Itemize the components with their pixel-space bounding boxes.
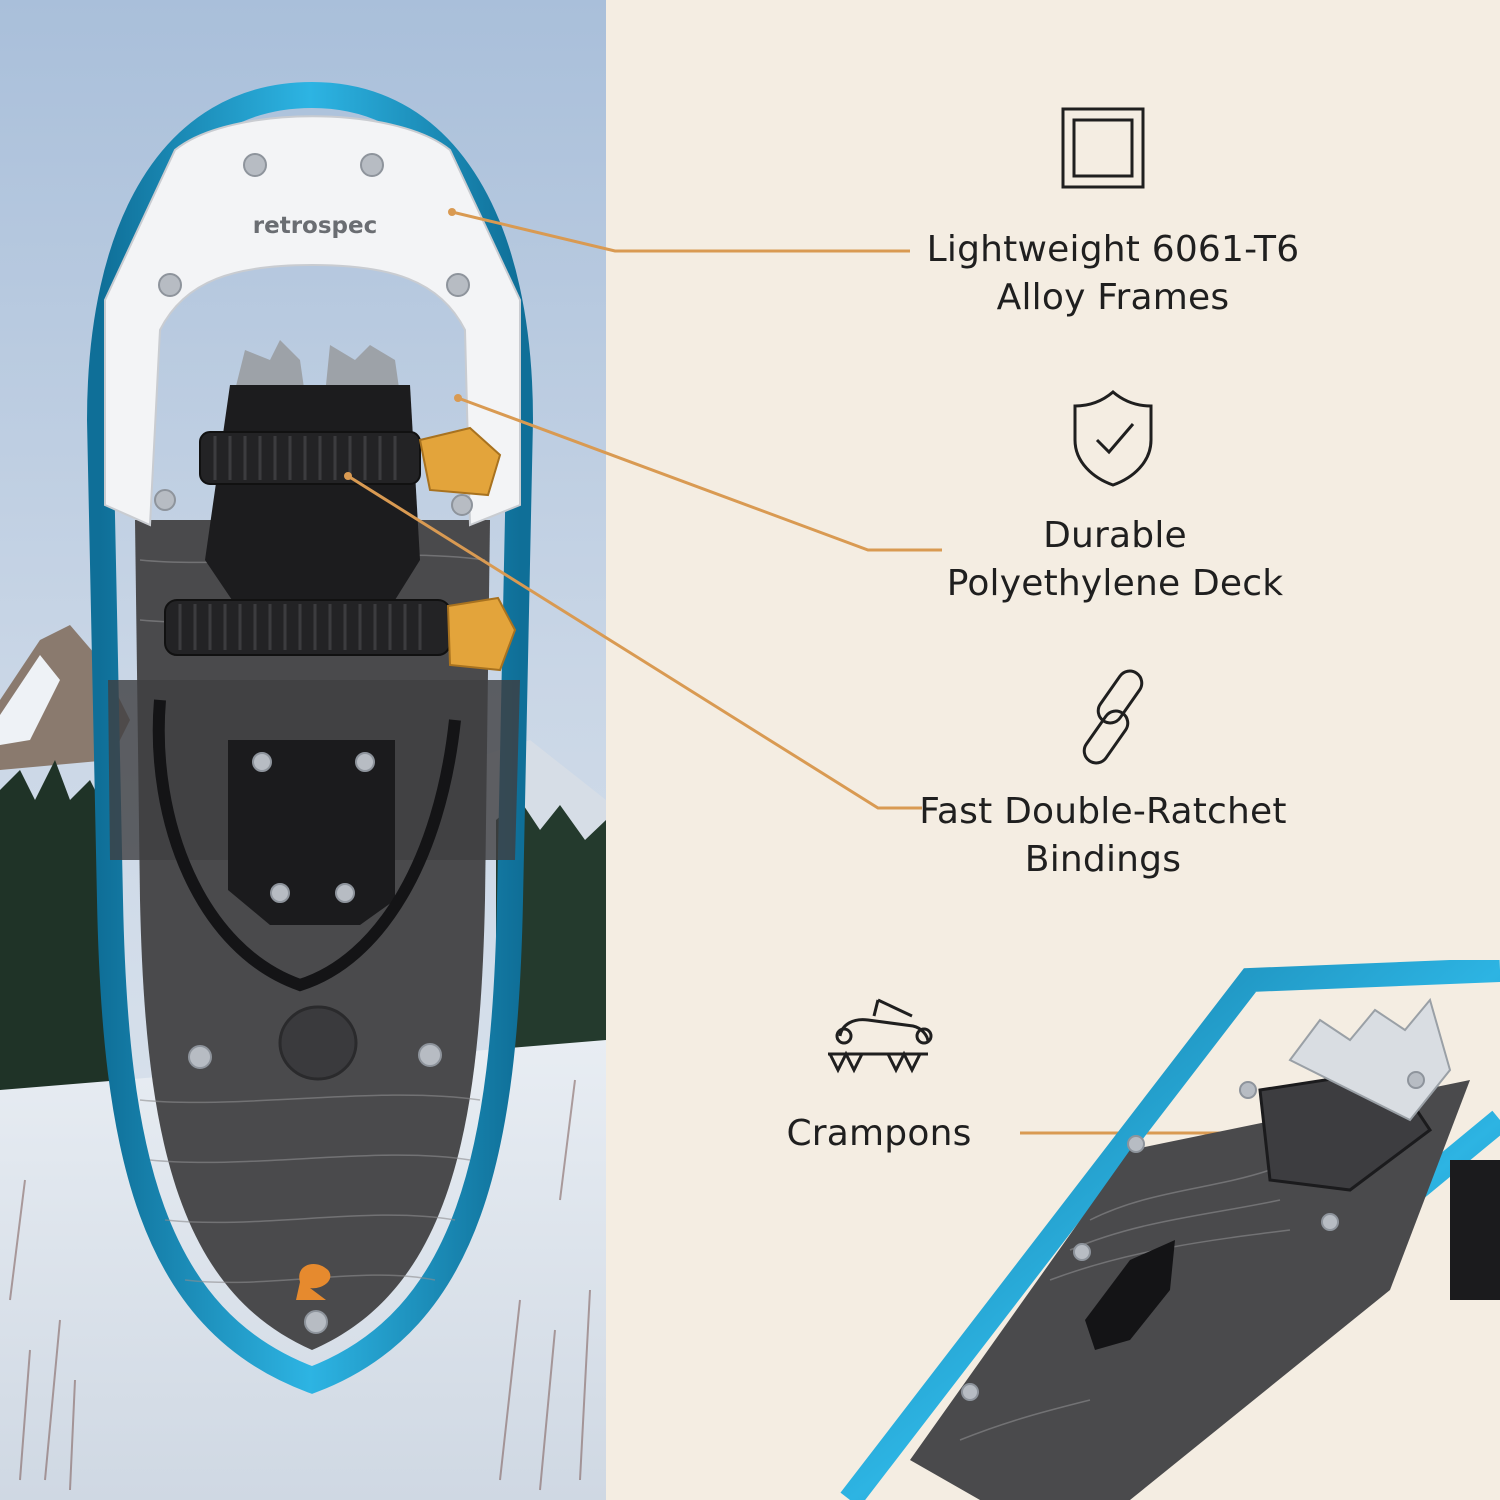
crampon-icon (828, 998, 933, 1074)
snowshoe-scene: retrospec (0, 0, 606, 1500)
shield-check-icon (1073, 390, 1153, 487)
square-frame-icon (1061, 107, 1145, 189)
forest-left (0, 760, 110, 1100)
crampon-closeup-scene (840, 960, 1500, 1500)
chain-link-icon (1082, 669, 1144, 765)
feature-label-frames: Lightweight 6061-T6 Alloy Frames (926, 229, 1300, 318)
feature-label-crampons: Crampons (786, 1113, 972, 1154)
feature-label-bindings: Fast Double-Ratchet Bindings (919, 791, 1287, 880)
heel-crampon (1085, 1240, 1175, 1350)
feature-label-deck: Durable Polyethylene Deck (946, 515, 1284, 604)
snowshoe-photo: retrospec (0, 0, 606, 1500)
front-buckle (418, 426, 502, 497)
heel-strap (152, 699, 461, 992)
shrubs (9, 1079, 591, 1491)
closeup-frame-left (840, 960, 1500, 1500)
toe-plate (104, 115, 521, 527)
callout-bindings (347, 474, 922, 810)
toe-crampon-teeth (1288, 997, 1452, 1122)
rear-buckle (446, 596, 517, 672)
callout-deck (457, 396, 942, 552)
heel-plate (228, 740, 395, 925)
callout-frame (451, 210, 910, 253)
crampon-closeup-photo (830, 960, 1500, 1500)
brand-logo-mark (296, 1263, 331, 1300)
brand-logo-text: retrospec (253, 213, 377, 239)
